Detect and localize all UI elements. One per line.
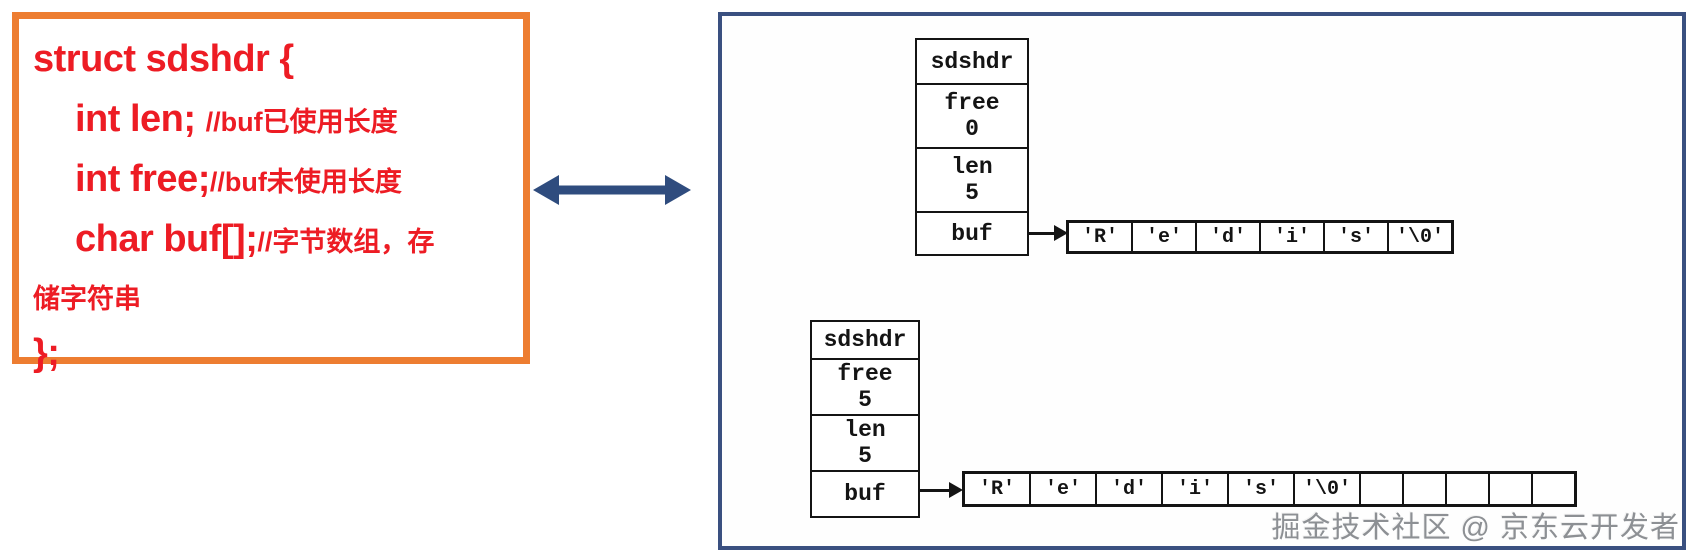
buffer-array-top: 'R' 'e' 'd' 'i' 's' '\0' bbox=[1066, 220, 1454, 254]
field-value: 0 bbox=[965, 116, 979, 142]
field-name: free bbox=[837, 360, 893, 387]
code-line: char buf[];//字节数组，存 bbox=[33, 213, 523, 273]
buffer-cell: '\0' bbox=[1293, 474, 1359, 504]
buffer-cell: 'R' bbox=[1081, 225, 1118, 249]
buffer-cell: 'i' bbox=[1161, 474, 1227, 504]
code-line: }; bbox=[33, 327, 523, 387]
code-line: struct sdshdr { bbox=[33, 33, 523, 93]
buffer-empty-cell bbox=[1531, 474, 1574, 504]
field-value: 5 bbox=[858, 443, 872, 469]
buffer-array-bottom: 'R' 'e' 'd' 'i' 's' '\0' bbox=[962, 471, 1577, 507]
buffer-cell: 'd' bbox=[1195, 223, 1259, 251]
buffer-empty-cell bbox=[1488, 474, 1531, 504]
code-text: struct sdshdr { bbox=[33, 38, 294, 80]
struct-title: sdshdr bbox=[930, 48, 1014, 75]
buffer-cell: 'e' bbox=[1131, 223, 1195, 251]
code-comment: //buf已使用长度 bbox=[205, 107, 398, 137]
buffer-cell: 'd' bbox=[1095, 474, 1161, 504]
double-arrow-icon bbox=[533, 175, 691, 205]
code-comment: //buf未使用长度 bbox=[209, 167, 402, 197]
buffer-cell: 's' bbox=[1227, 474, 1293, 504]
struct-title: sdshdr bbox=[823, 327, 907, 353]
buffer-cell: 'R' bbox=[978, 477, 1015, 501]
buffer-empty-cell bbox=[1402, 474, 1445, 504]
watermark: 掘金技术社区 @ 京东云开发者 bbox=[1271, 512, 1680, 544]
field-name: free bbox=[944, 89, 1000, 116]
code-text: }; bbox=[33, 332, 60, 374]
sdshdr-struct-bottom: sdshdr free 5 len 5 buf bbox=[810, 320, 920, 518]
struct-field-buf: buf bbox=[917, 211, 1027, 254]
sdshdr-struct-top: sdshdr free 0 len 5 buf bbox=[915, 38, 1029, 256]
code-comment: //字节数组，存 bbox=[257, 227, 435, 257]
struct-field-len: len 5 bbox=[917, 147, 1027, 211]
code-line: int len; //buf已使用长度 bbox=[33, 93, 523, 153]
code-text: int len; bbox=[75, 98, 206, 140]
code-line: 储字符串 bbox=[33, 273, 523, 327]
code-panel: struct sdshdr { int len; //buf已使用长度 int … bbox=[12, 12, 530, 374]
field-name: len bbox=[844, 416, 886, 443]
struct-field-free: free 5 bbox=[812, 358, 918, 414]
field-value: 5 bbox=[965, 180, 979, 206]
code-comment: 储字符串 bbox=[33, 284, 141, 314]
code-text: int free; bbox=[75, 158, 210, 200]
field-value: 5 bbox=[858, 387, 872, 413]
field-name: len bbox=[951, 153, 993, 180]
buf-pointer-arrow bbox=[920, 482, 963, 498]
struct-field-len: len 5 bbox=[812, 414, 918, 470]
buffer-cell: '\0' bbox=[1387, 223, 1451, 251]
buffer-cell: 'i' bbox=[1259, 223, 1323, 251]
buffer-empty-cell bbox=[1359, 474, 1402, 504]
code-line: int free;//buf未使用长度 bbox=[33, 153, 523, 213]
buffer-cell: 'e' bbox=[1029, 474, 1095, 504]
code-text: char buf[]; bbox=[75, 218, 258, 260]
buffer-cell: 's' bbox=[1323, 223, 1387, 251]
struct-field-free: free 0 bbox=[917, 83, 1027, 147]
struct-field-buf: buf bbox=[812, 470, 918, 516]
buffer-empty-cell bbox=[1445, 474, 1488, 504]
buf-pointer-arrow bbox=[1029, 225, 1068, 241]
